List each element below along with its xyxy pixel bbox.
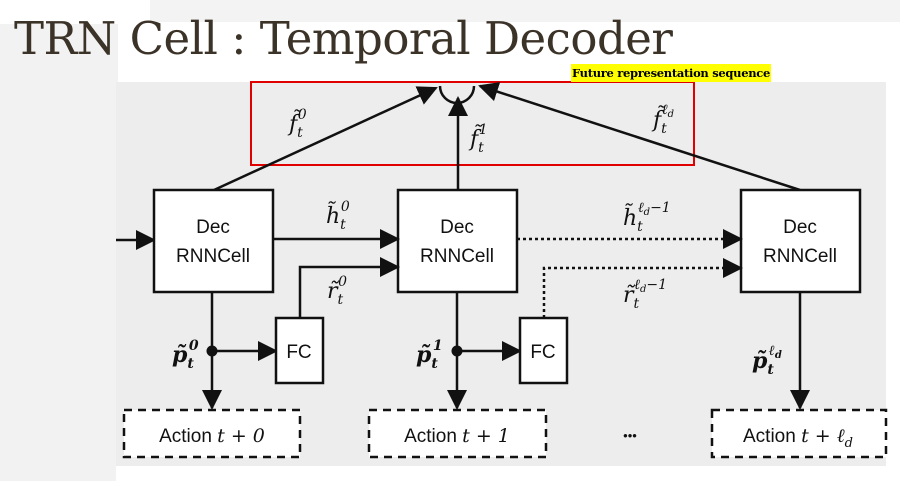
action-1-math: t + 0 bbox=[217, 425, 265, 447]
action-3-sub: d bbox=[845, 436, 853, 451]
action-box-1: Action t + 0 bbox=[122, 408, 302, 459]
dec-cell-1-line2: RNNCell bbox=[176, 246, 250, 267]
future-representation-label: Future representation sequence bbox=[571, 64, 771, 82]
svg-text:Action t + 0: Action t + 0 bbox=[159, 425, 265, 447]
highlight-box bbox=[250, 81, 695, 166]
fl-arrow bbox=[478, 82, 801, 192]
label-h0: h̃t0 bbox=[326, 199, 350, 233]
dec-cell-1-line1: Dec bbox=[196, 217, 230, 238]
fc-box-2-label: FC bbox=[530, 342, 555, 363]
fc-box-1: FC bbox=[274, 316, 325, 385]
right-margin bbox=[886, 82, 900, 481]
dec-cell-2-line1: Dec bbox=[440, 217, 474, 238]
action-box-3: Action t + ℓd bbox=[710, 408, 888, 459]
slide-left-band bbox=[0, 24, 118, 481]
label-f1: f̃t1 bbox=[468, 122, 488, 156]
fc-box-2: FC bbox=[518, 316, 569, 385]
dec-cell-3: Dec RNNCell bbox=[739, 188, 862, 294]
label-f0: f̃t0 bbox=[287, 107, 307, 141]
dec-cell-2-line2: RNNCell bbox=[420, 246, 494, 267]
r0-arrow bbox=[298, 257, 400, 318]
action-3-text: Action bbox=[743, 426, 801, 447]
dec-cell-3-line2: RNNCell bbox=[763, 246, 837, 267]
slide-top-band-gray bbox=[150, 0, 900, 22]
dec-cell-1: Dec RNNCell bbox=[152, 188, 275, 294]
svg-text:Action t + ℓd: Action t + ℓd bbox=[743, 425, 853, 451]
svg-text:Action t + 1: Action t + 1 bbox=[404, 425, 510, 447]
label-pl: p̃tℓd bbox=[752, 343, 782, 378]
action-2-math: t + 1 bbox=[462, 425, 510, 447]
action-2-text: Action bbox=[404, 426, 462, 447]
label-rl: r̃tℓd−1 bbox=[623, 277, 667, 312]
f0-arrow bbox=[213, 86, 438, 192]
ellipsis: ••• bbox=[623, 428, 637, 443]
bottom-margin bbox=[116, 466, 900, 481]
label-fl: f̃tℓd bbox=[651, 102, 674, 137]
rl-arrow bbox=[542, 258, 743, 318]
label-hl: h̃tℓd−1 bbox=[623, 200, 671, 235]
dec-cell-3-line1: Dec bbox=[783, 217, 817, 238]
action-1-text: Action bbox=[159, 426, 217, 447]
slide-title: TRN Cell : Temporal Decoder bbox=[14, 12, 673, 65]
label-p1: p̃t1 bbox=[416, 338, 443, 372]
action-3-math: t + ℓ bbox=[801, 425, 845, 447]
label-p0: p̃t0 bbox=[172, 338, 199, 372]
fc-box-1-label: FC bbox=[286, 342, 311, 363]
action-box-2: Action t + 1 bbox=[367, 408, 548, 459]
label-r0: r̃t0 bbox=[327, 274, 347, 308]
dec-cell-2: Dec RNNCell bbox=[396, 188, 519, 294]
